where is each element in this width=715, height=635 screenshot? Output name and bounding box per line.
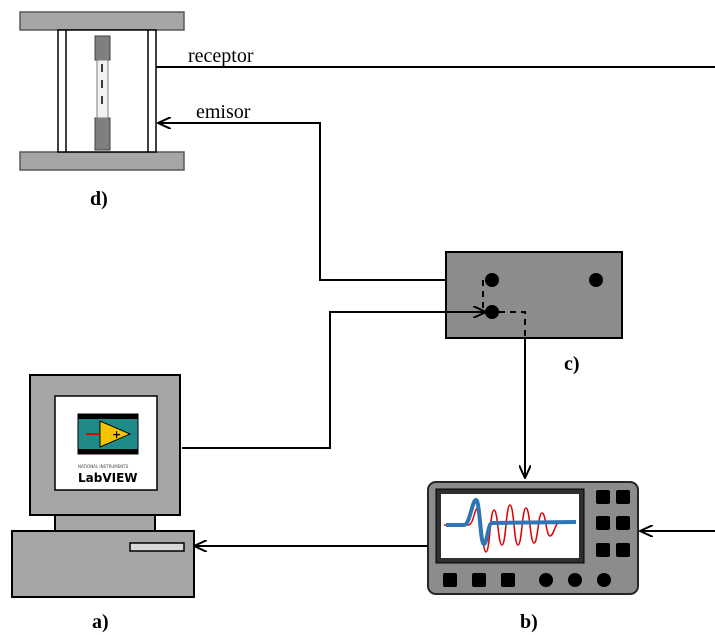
blue-waveform: [446, 497, 577, 547]
red-waveform: [444, 504, 576, 553]
svg-text:+: +: [112, 428, 121, 441]
label-b: b): [520, 611, 538, 633]
label-c: c): [564, 353, 580, 375]
svg-text:NATIONAL INSTRUMENTS: NATIONAL INSTRUMENTS: [78, 464, 129, 469]
labview-logo-icon: + NATIONAL INSTRUMENTS LabVIEW: [77, 413, 139, 485]
emisor-label: emisor: [196, 101, 251, 123]
signal-box-icon: [445, 251, 623, 340]
label-a: a): [92, 611, 109, 633]
label-d: d): [90, 188, 108, 210]
oscilloscope-icon: [427, 481, 639, 595]
labview-logo-text: LabVIEW: [78, 471, 138, 485]
emisor-wire: [158, 123, 483, 281]
computer-icon: + NATIONAL INSTRUMENTS LabVIEW: [11, 374, 195, 598]
receptor-label: receptor: [188, 45, 254, 67]
computer-to-box-wire: [182, 312, 486, 449]
load-frame-icon: [19, 11, 185, 171]
